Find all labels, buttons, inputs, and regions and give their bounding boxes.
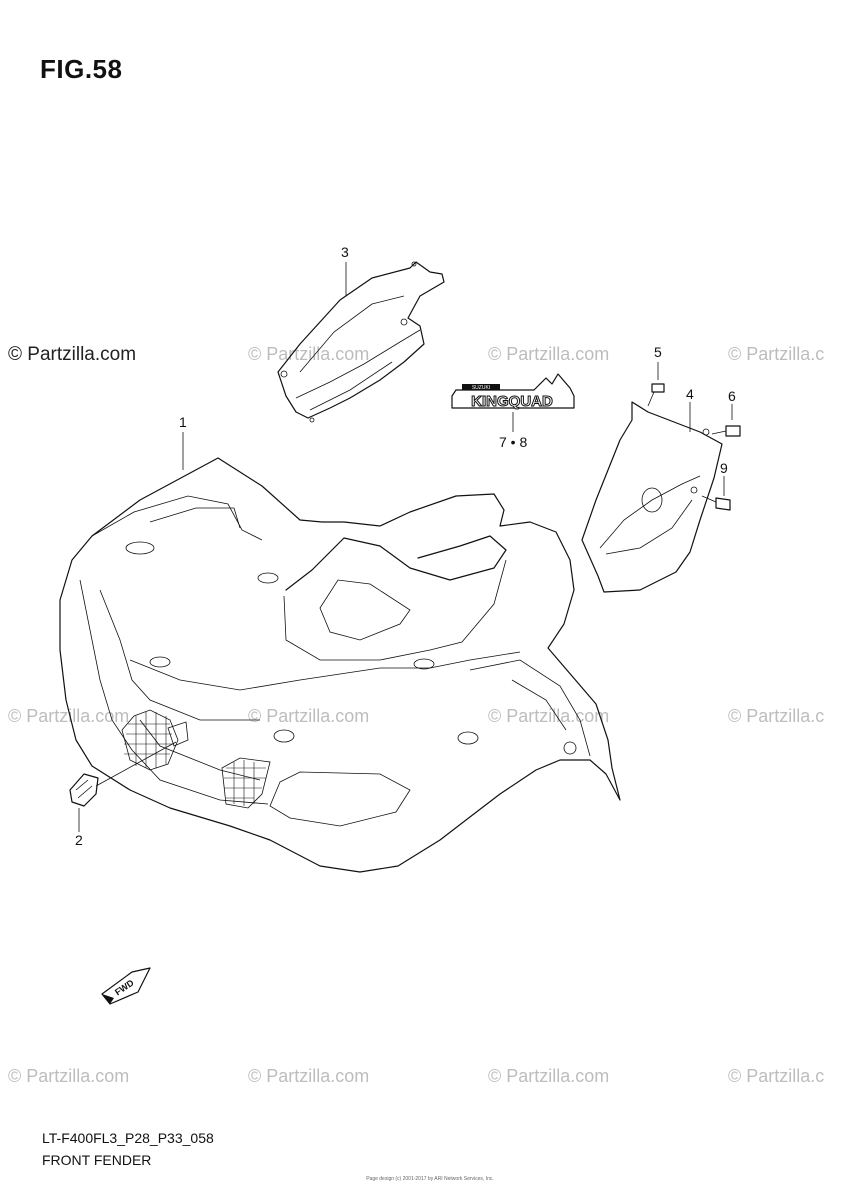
page-credit: Page design (c) 2001-2017 by ARI Network… [366, 1176, 494, 1182]
figure-name: FRONT FENDER [42, 1152, 152, 1168]
emblem-small-text: SUZUKI [472, 385, 490, 391]
callout-9: 9 [720, 460, 728, 476]
watermark-main: © Partzilla.com [8, 344, 137, 365]
emblem-big-text: KINGQUAD [471, 393, 553, 410]
callout-2: 2 [75, 832, 83, 848]
figure-title: FIG.58 [40, 54, 123, 84]
callout-7-8: 7 • 8 [499, 434, 528, 450]
part-4-side-panel [581, 401, 723, 593]
callout-1: 1 [179, 414, 187, 430]
part-2-emblem [69, 721, 189, 807]
watermark: © Partzilla.com [488, 706, 610, 726]
figure-code: LT-F400FL3_P28_P33_058 [42, 1130, 214, 1146]
part-1-front-fender [59, 457, 621, 873]
callout-6: 6 [728, 388, 736, 404]
callout-3: 3 [341, 244, 349, 260]
watermark: © Partzilla.com [488, 344, 610, 364]
fwd-arrow: FWD [101, 967, 151, 1005]
callout-5: 5 [654, 344, 662, 360]
watermark: © Partzilla.com [248, 706, 370, 726]
part-3-cover [277, 261, 445, 423]
watermark: © Partzilla.c [728, 706, 825, 726]
fastener-5 [647, 362, 665, 407]
part-7-8-emblem: SUZUKI KINGQUAD [451, 373, 575, 411]
watermark: © Partzilla.com [248, 1066, 370, 1086]
watermark: © Partzilla.c [728, 344, 825, 364]
watermark: © Partzilla.com [248, 344, 370, 364]
watermark: © Partzilla.com [8, 1066, 130, 1086]
watermark: © Partzilla.c [728, 1066, 825, 1086]
fastener-6 [711, 404, 741, 437]
watermark: © Partzilla.com [488, 1066, 610, 1086]
callout-4: 4 [686, 386, 694, 402]
watermark: © Partzilla.com [8, 706, 130, 726]
fastener-9 [701, 476, 731, 511]
